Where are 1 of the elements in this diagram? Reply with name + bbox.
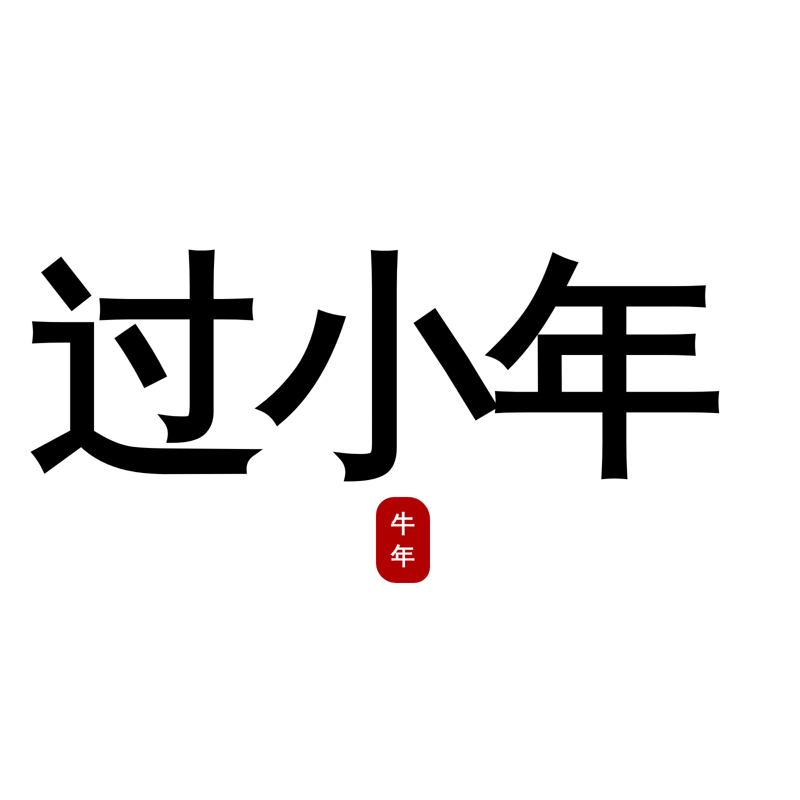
seal-stamp: 牛年 [376, 497, 430, 583]
